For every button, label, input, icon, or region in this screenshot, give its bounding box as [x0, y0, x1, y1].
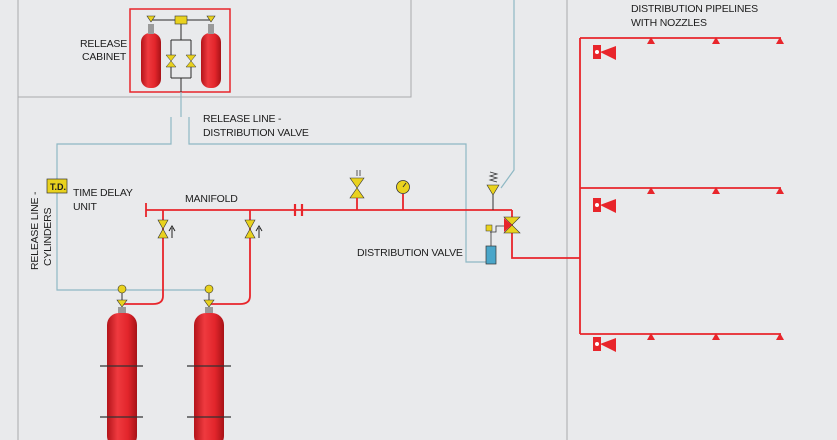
- distribution-valve-label: DISTRIBUTION VALVE: [357, 247, 463, 259]
- manifold-label: MANIFOLD: [185, 193, 238, 205]
- time-delay-label-2: UNIT: [73, 201, 97, 213]
- cylinder-check-valve-2: [244, 219, 263, 239]
- distribution-pipelines-label-2: WITH NOZZLES: [631, 17, 707, 29]
- release-line-network: [56, 0, 515, 291]
- pressure-gauge: [396, 180, 410, 210]
- nozzle-row-1: [593, 37, 784, 60]
- distribution-pipelines-label-1: DISTRIBUTION PIPELINES: [631, 3, 758, 15]
- release-line-cylinders-label-2: CYLINDERS: [42, 208, 54, 266]
- manifold-pipe: [122, 37, 781, 335]
- nozzle-row-3: [593, 333, 784, 352]
- agent-cylinder-1: [100, 284, 143, 440]
- release-cabinet-label-1: RELEASE: [80, 38, 127, 50]
- release-line-cylinders-label-1: RELEASE LINE -: [29, 191, 41, 270]
- cabinet-enclosure: [17, 0, 412, 98]
- time-delay-label-1: TIME DELAY: [73, 187, 133, 199]
- agent-cylinder-2: [187, 284, 231, 440]
- cylinder-check-valve-1: [157, 219, 176, 239]
- release-line-dv-label-2: DISTRIBUTION VALVE: [203, 127, 309, 139]
- safety-relief-valve: [349, 170, 365, 210]
- time-delay-unit: T.D.: [46, 178, 68, 194]
- release-cabinet: [129, 8, 231, 93]
- distribution-valve: [485, 216, 521, 265]
- room-frame: [17, 0, 568, 440]
- release-cabinet-label-2: CABINET: [82, 51, 127, 63]
- nozzle-row-2: [593, 187, 784, 213]
- td-badge-label: T.D.: [50, 182, 66, 192]
- release-line-dv-label-1: RELEASE LINE -: [203, 113, 282, 125]
- pilot-valve: [486, 171, 500, 210]
